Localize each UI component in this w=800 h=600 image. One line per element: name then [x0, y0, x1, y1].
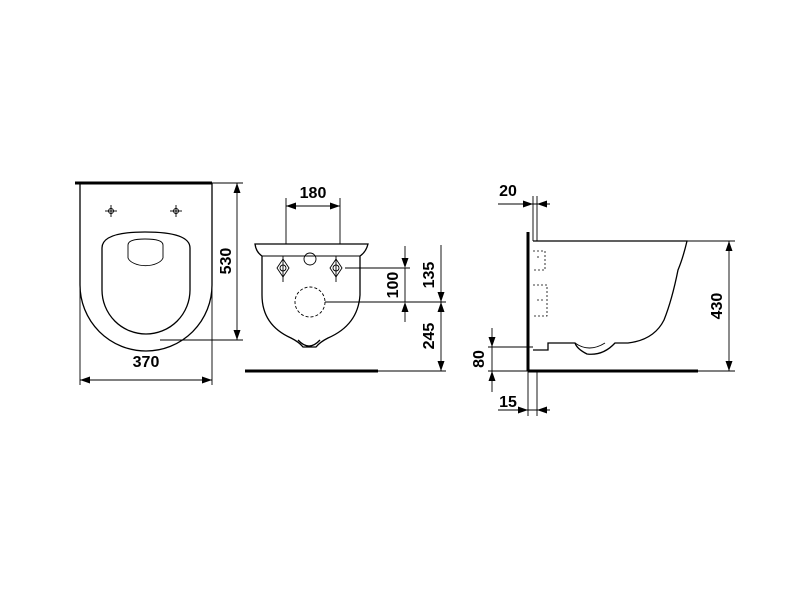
rear-view-bolt-right	[329, 258, 343, 278]
dimension-label-245: 245	[421, 323, 438, 350]
dimension-label-180: 180	[300, 185, 327, 202]
side-view-water-connection	[533, 250, 546, 271]
top-view: 530 370	[75, 181, 243, 385]
dimension-label-15: 15	[499, 394, 517, 411]
rear-view-bolt-left	[276, 258, 290, 278]
dimension-label-430: 430	[709, 293, 726, 320]
dimension-label-135: 135	[421, 262, 438, 289]
dimension-label-20: 20	[499, 183, 517, 200]
rear-view: 180 100 135 245	[245, 185, 446, 373]
top-view-bolt-right	[170, 205, 182, 217]
dimension-label-370: 370	[133, 354, 160, 371]
top-view-bowl-outline	[79, 183, 213, 352]
dimension-label-80: 80	[471, 350, 488, 368]
side-view-bowl-outline	[533, 240, 688, 355]
dimension-label-100: 100	[385, 272, 402, 299]
top-view-bowl-opening	[101, 231, 191, 335]
rear-view-waste-outlet	[294, 286, 326, 318]
rear-view-bowl-outline	[254, 243, 369, 348]
dimension-label-530: 530	[218, 248, 235, 275]
rear-view-water-inlet	[303, 252, 317, 266]
rear-view-foot	[297, 339, 321, 347]
side-view: 20 430 80 15	[471, 183, 735, 416]
top-view-outlet	[127, 238, 164, 267]
top-view-bolt-left	[105, 205, 117, 217]
side-view-waste-connection	[533, 284, 548, 317]
